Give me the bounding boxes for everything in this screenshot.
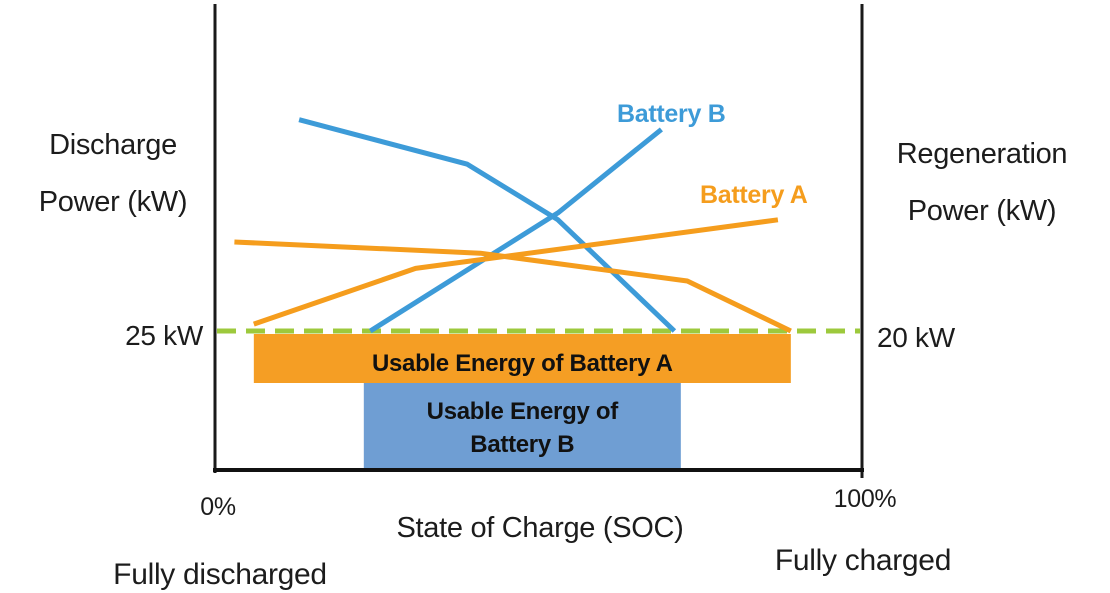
usable-energy-bands [253,334,791,468]
left-axis-title-line2: Power (kW) [38,186,188,218]
battery-a-discharge-line [234,239,792,334]
series-lines [234,117,792,334]
usable-energy-band-b [363,383,681,468]
x-axis-title: State of Charge (SOC) [396,512,684,544]
battery-a-regeneration-line [252,217,779,327]
usable-energy-band-a [253,334,791,383]
usable-energy-b-label-line1: Usable Energy of [426,398,619,425]
battery-b-discharge-line [298,117,677,333]
usable-energy-b-label-line2: Battery B [470,431,575,458]
right-axis-title-line1: Regeneration [896,138,1068,170]
left-axis-title-line1: Discharge [49,129,177,161]
left-axis-tick-25kw: 25 kW [125,320,203,351]
left-axis-title: Discharge Power (kW) [20,117,206,231]
fully-discharged-caption: Fully discharged [113,558,327,591]
usable-energy-b-label: Usable Energy of Battery B [364,395,681,461]
battery-b-series-label: Battery B [617,100,726,128]
battery-b-regeneration-line [368,127,663,334]
right-axis-title: Regeneration Power (kW) [877,126,1087,240]
x-tick-0-percent: 0% [200,493,236,521]
usable-energy-a-label: Usable Energy of Battery A [371,350,673,377]
battery-a-series-label: Battery A [700,181,808,209]
x-tick-100-percent: 100% [833,485,897,513]
right-axis-title-line2: Power (kW) [907,195,1057,227]
fully-charged-caption: Fully charged [774,544,952,577]
right-axis-tick-20kw: 20 kW [877,322,955,353]
